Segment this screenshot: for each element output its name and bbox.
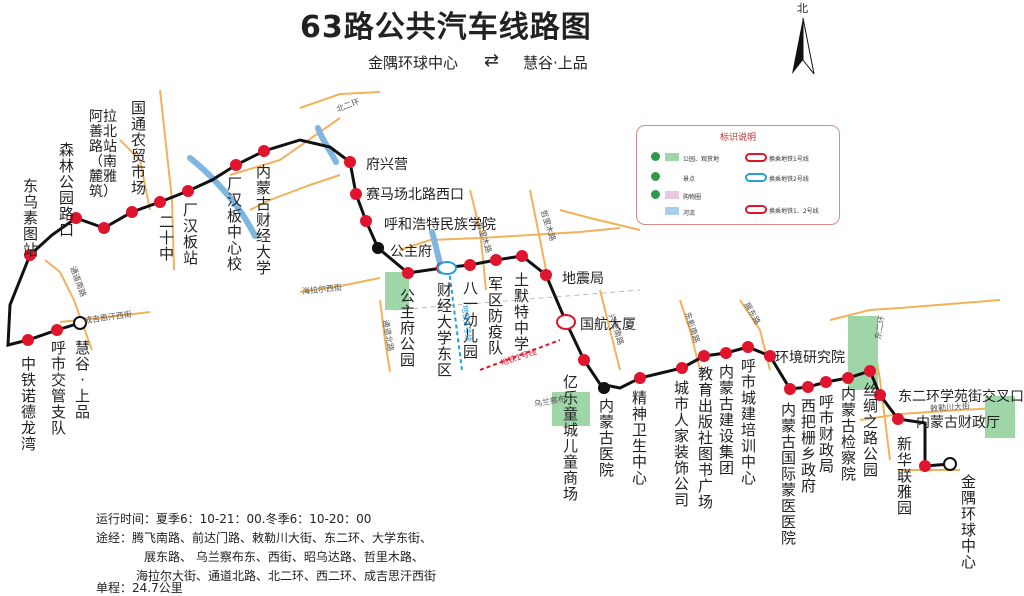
station-label: 丝绸之路公园 [862,381,878,479]
station-label: 东乌素图站 [22,177,38,259]
station-label: 呼市城建培训中心 [740,357,756,487]
station-label: 厂汉板站 [182,201,198,267]
svg-text:北: 北 [797,2,808,15]
legend-item: 换乘地铁1号线 [769,156,809,163]
origin-label: 金隅环球中心 [368,54,459,72]
legend-item: 换乘地铁1、2号线 [769,208,819,215]
station-label: 金隅环球中心 [960,473,976,571]
station-label: 二十中 [158,213,174,263]
station-label: 城市人家装饰公司 [673,379,689,509]
station-label: 赛马场北路西口 [366,187,464,203]
landmark-label: 公主府 [390,244,432,260]
station-label: 东二环学苑街交叉口 [898,389,1024,405]
park-icon [651,152,660,161]
river-swatch [665,207,679,215]
station-label: 厂汉板中心校 [226,175,242,273]
metro12-icon [745,205,767,214]
landmark-label: 内蒙古医院 [598,397,614,479]
legend-title: 标识说明 [719,133,756,143]
station-label: 内蒙古建设集团 [718,363,734,477]
station-label: 地震局 [562,271,604,287]
route-via-line2: 展东路、 乌兰察布东、西街、昭乌达路、哲里木路、 [144,550,424,564]
station-label: 财经大学东区 [436,281,452,379]
metro-lines [394,261,641,371]
direction-arrows-icon: ⇄ [484,50,500,71]
road-network [44,89,1001,471]
station-label: 阿拉善北路站（南麓雅筑） [89,109,117,200]
station-label: 内蒙古财政厅 [916,415,1000,431]
station-label: 内蒙古国际蒙医医院 [780,401,796,547]
station-label: 新华联雅园 [896,435,912,517]
station-label: 土默特中学 [513,271,529,353]
station-label: 慧谷·上品 [74,339,90,421]
metro-transfer-badges [372,242,610,394]
destination-label: 慧谷·上品 [523,54,588,72]
station-label: 国通农贸市场 [130,99,146,197]
station-label: 内蒙古财经大学 [255,163,271,277]
scenic-spot-icon [651,172,660,181]
legend-item: 景点 [683,176,696,183]
shopping-swatch [665,191,679,199]
station-label: 呼和浩特民族学院 [384,217,496,233]
route-via-line1: 途经：腾飞南路、前达门路、敕勒川大街、东二环、大学东街、 [96,531,433,545]
operating-hours: 运行时间：夏季6：10-21：00.冬季6：10-20：00 [96,512,372,526]
station-label: 公主府公园 [399,287,415,369]
map-legend: 标识说明 公园、观赏地 换乘地铁1号线 景点 换乘地铁2号线 购物圈 河流 换乘… [636,125,840,225]
legend-item: 河流 [683,210,696,217]
legend-item: 换乘地铁2号线 [769,176,809,183]
station-label: 精神卫生中心 [631,389,647,487]
station-label: 内蒙古检察院 [840,385,856,483]
station-label: 八一幼儿园 [462,279,478,361]
station-label: 军区防疫队 [487,275,503,357]
station-label: 森林公园路口 [58,141,74,239]
metro1-icon [745,153,767,162]
legend-item: 公园、观赏地 [683,156,720,163]
metro2-icon [745,173,767,182]
map-title: 63路公共汽车线路图 [300,10,592,45]
parks [385,272,1015,438]
station-label: 呼市财政局 [818,393,834,475]
route-length: 单程：24.7公里 [96,581,183,595]
station-label: 国航大厦 [580,317,636,333]
shopping-icon [651,190,660,199]
station-label: 亿乐童城儿童商场 [562,373,578,503]
station-label: 呼市交管支队 [50,339,66,437]
north-arrow-icon: 北 [792,2,815,75]
park-swatch [665,153,679,161]
legend-item: 购物圈 [683,194,702,201]
station-label: 环境研究院 [775,350,845,366]
station-label: 府兴营 [366,157,408,173]
station-label: 中铁诺德龙湾 [20,355,36,453]
station-label: 西把栅乡政府 [800,397,816,495]
route-via-line3: 海拉尔大街、通道北路、北二环、西二环、成吉思汗西街 [136,569,437,583]
station-label: 教育出版社图书广场 [697,365,713,511]
